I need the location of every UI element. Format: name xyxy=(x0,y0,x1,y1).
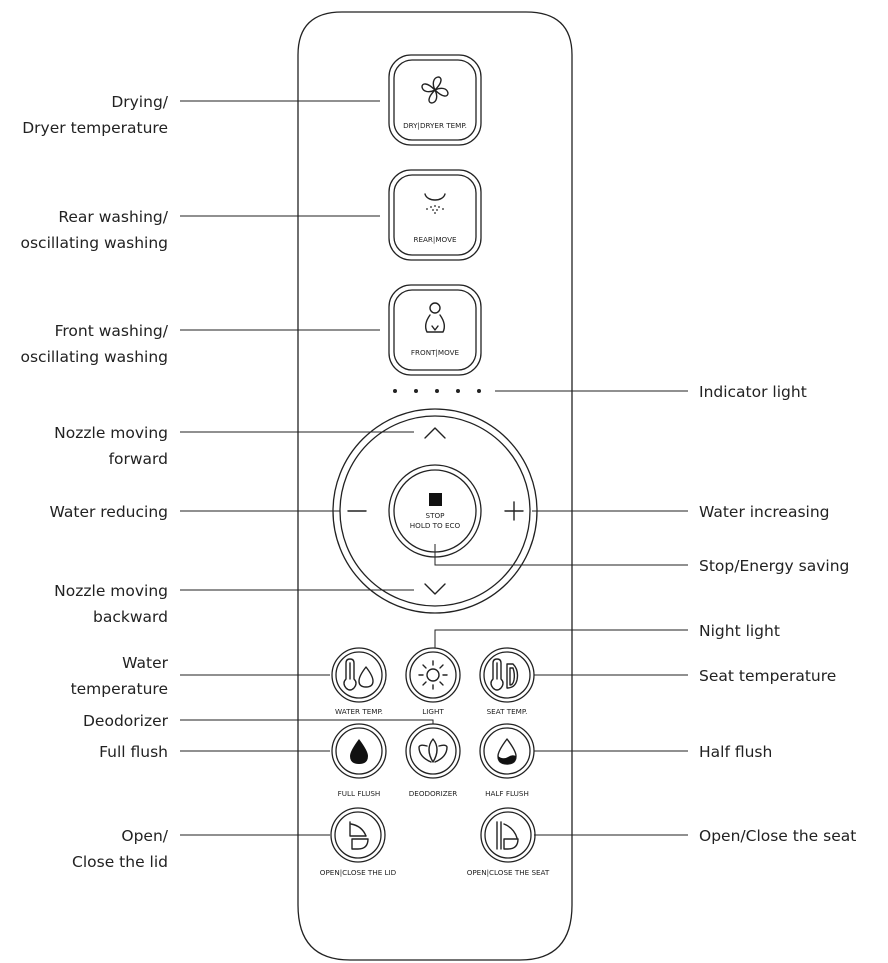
callout-open-lid-2: Close the lid xyxy=(72,853,168,871)
half-flush-label: HALF FLUSH xyxy=(485,789,529,798)
callout-open-lid-1: Open/ xyxy=(121,827,168,845)
callout-nozzle-back-1: Nozzle moving xyxy=(54,582,168,600)
thermometer-seat-icon xyxy=(490,658,519,691)
open-lid-label: OPEN|CLOSE THE LID xyxy=(320,868,397,877)
callout-water-reducing: Water reducing xyxy=(50,503,168,521)
stop-label-1: STOP xyxy=(426,511,446,520)
callout-drying-1: Drying/ xyxy=(111,93,168,111)
callout-drying-2: Dryer temperature xyxy=(22,119,168,137)
fan-icon xyxy=(421,76,449,104)
callout-nozzle-fwd-2: forward xyxy=(109,450,168,468)
nozzle-forward-button[interactable] xyxy=(424,427,446,439)
callout-water-increasing: Water increasing xyxy=(699,503,830,521)
lid-icon xyxy=(349,821,369,850)
stop-button[interactable]: STOP HOLD TO ECO xyxy=(388,464,482,558)
water-temp-button[interactable]: WATER TEMP. xyxy=(331,647,387,716)
chevron-up-icon xyxy=(424,427,446,439)
front-button[interactable]: FRONT|MOVE xyxy=(388,284,482,376)
sun-icon xyxy=(418,660,448,690)
dry-button[interactable]: DRY|DRYER TEMP. xyxy=(388,54,482,146)
lotus-icon xyxy=(418,738,448,763)
callout-water-temp-1: Water xyxy=(122,654,168,672)
rear-wash-icon xyxy=(424,193,446,214)
callout-nozzle-fwd-1: Nozzle moving xyxy=(54,424,168,442)
open-lid-button[interactable]: OPEN|CLOSE THE LID xyxy=(320,807,397,877)
dry-button-label: DRY|DRYER TEMP. xyxy=(403,121,467,130)
full-flush-button[interactable]: FULL FLUSH xyxy=(331,723,387,798)
half-flush-button[interactable]: HALF FLUSH xyxy=(479,723,535,798)
callout-rear-1: Rear washing/ xyxy=(58,208,168,226)
stop-square-icon xyxy=(429,493,442,506)
front-wash-icon xyxy=(425,302,445,333)
callout-full-flush: Full flush xyxy=(99,743,168,761)
callout-front-2: oscillating washing xyxy=(20,348,168,366)
callout-stop-energy: Stop/Energy saving xyxy=(699,557,849,575)
seat-temp-label: SEAT TEMP. xyxy=(487,707,528,716)
open-seat-label: OPEN|CLOSE THE SEAT xyxy=(467,868,550,877)
thermometer-drop-icon xyxy=(343,658,374,691)
callout-water-temp-2: temperature xyxy=(71,680,168,698)
callout-night-light: Night light xyxy=(699,622,780,640)
light-label: LIGHT xyxy=(422,707,444,716)
drop-half-icon xyxy=(497,738,517,765)
water-increase-button[interactable] xyxy=(504,501,524,521)
light-button[interactable]: LIGHT xyxy=(405,647,461,716)
rear-button[interactable]: REAR|MOVE xyxy=(388,169,482,261)
callout-rear-2: oscillating washing xyxy=(20,234,168,252)
callout-nozzle-back-2: backward xyxy=(93,608,168,626)
deodorizer-label: DEODORIZER xyxy=(409,789,458,798)
seat-icon xyxy=(496,821,519,850)
callout-open-seat: Open/Close the seat xyxy=(699,827,856,845)
nozzle-backward-button[interactable] xyxy=(424,583,446,595)
callout-half-flush: Half flush xyxy=(699,743,772,761)
open-seat-button[interactable]: OPEN|CLOSE THE SEAT xyxy=(467,807,550,877)
chevron-down-icon xyxy=(424,583,446,595)
front-button-label: FRONT|MOVE xyxy=(411,348,460,357)
full-flush-label: FULL FLUSH xyxy=(338,789,381,798)
callout-seat-temp: Seat temperature xyxy=(699,667,836,685)
leader-lines xyxy=(180,100,688,836)
callout-front-1: Front washing/ xyxy=(55,322,169,340)
rear-button-label: REAR|MOVE xyxy=(413,235,457,244)
water-temp-label: WATER TEMP. xyxy=(335,707,383,716)
callout-deodorizer: Deodorizer xyxy=(83,712,169,730)
stop-label-2: HOLD TO ECO xyxy=(410,521,461,530)
callout-indicator: Indicator light xyxy=(699,383,807,401)
indicator-lights xyxy=(393,389,481,393)
drop-full-icon xyxy=(350,739,368,764)
plus-icon xyxy=(504,501,524,521)
